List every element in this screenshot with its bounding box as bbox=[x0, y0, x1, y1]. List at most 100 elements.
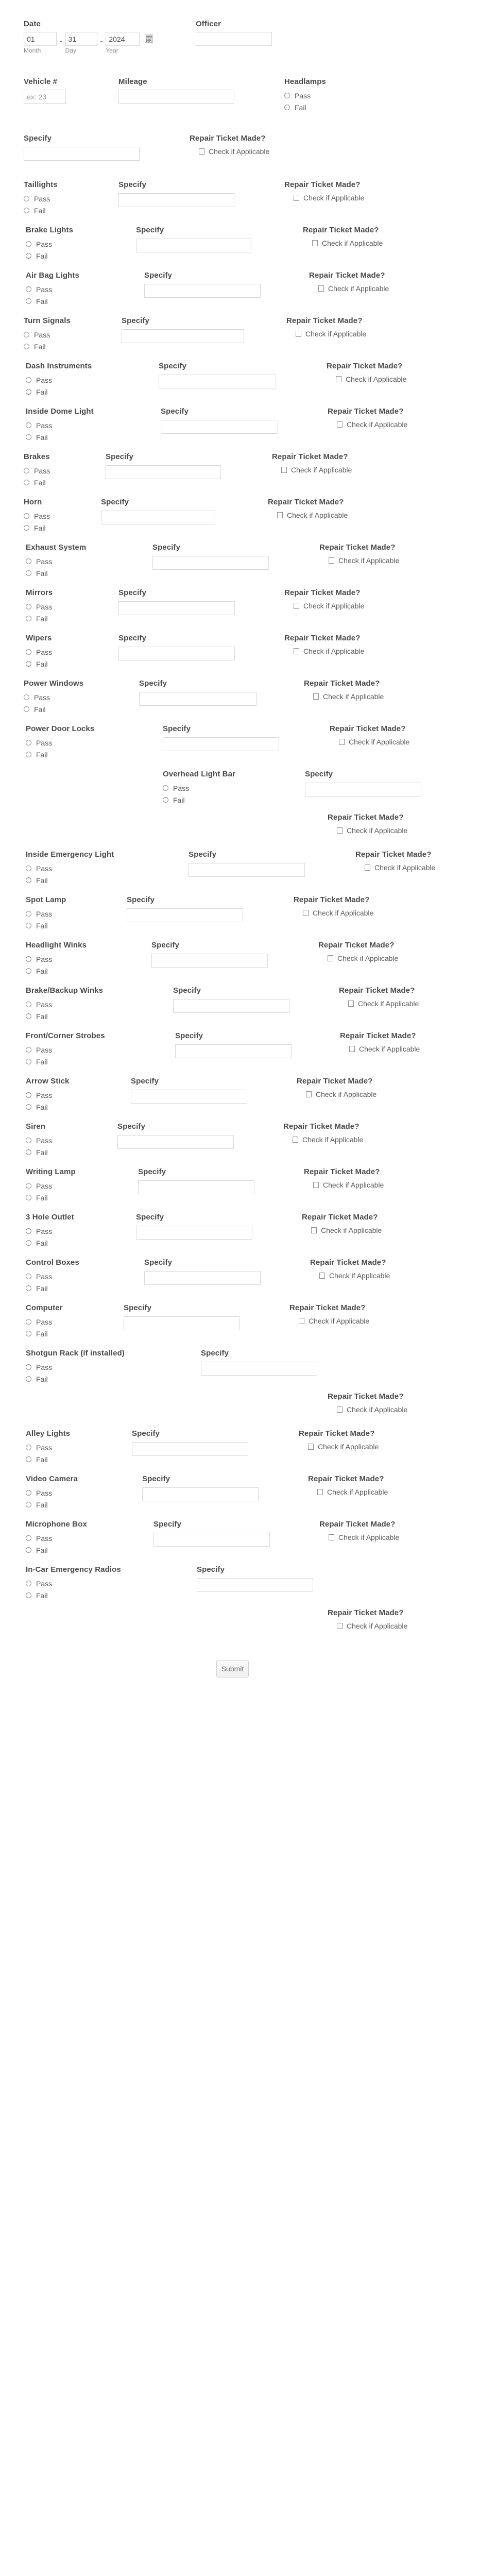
shotgun-rack-if-installed-specify-input[interactable] bbox=[201, 1362, 317, 1376]
control-boxes-radio-pass[interactable]: Pass bbox=[26, 1271, 79, 1282]
mileage-input[interactable] bbox=[118, 90, 234, 104]
dash-instruments-specify-input[interactable] bbox=[159, 375, 276, 388]
officer-input[interactable] bbox=[196, 32, 272, 46]
front-corner-strobes-radio-pass[interactable]: Pass bbox=[26, 1044, 105, 1055]
horn-repair-checkbox[interactable]: Check if Applicable bbox=[277, 511, 348, 519]
power-door-locks-specify-input[interactable] bbox=[163, 737, 279, 751]
control-boxes-radio-fail[interactable]: Fail bbox=[26, 1283, 79, 1294]
front-corner-strobes-repair-checkbox[interactable]: Check if Applicable bbox=[349, 1045, 420, 1053]
brake-backup-winks-radio-pass[interactable]: Pass bbox=[26, 999, 103, 1010]
arrow-stick-repair-checkbox[interactable]: Check if Applicable bbox=[306, 1090, 377, 1098]
video-camera-specify-input[interactable] bbox=[142, 1487, 259, 1501]
alley-lights-radio-fail[interactable]: Fail bbox=[26, 1454, 70, 1465]
mirrors-radio-fail[interactable]: Fail bbox=[26, 613, 53, 624]
3-hole-outlet-repair-checkbox[interactable]: Check if Applicable bbox=[311, 1226, 382, 1234]
microphone-box-repair-checkbox[interactable]: Check if Applicable bbox=[329, 1533, 399, 1541]
turn-signals-radio-fail[interactable]: Fail bbox=[24, 341, 71, 352]
power-windows-repair-checkbox[interactable]: Check if Applicable bbox=[313, 692, 384, 701]
control-boxes-specify-input[interactable] bbox=[144, 1271, 261, 1285]
wipers-specify-input[interactable] bbox=[118, 647, 235, 660]
inside-emergency-light-repair-checkbox[interactable]: Check if Applicable bbox=[365, 863, 435, 872]
brake-backup-winks-radio-fail[interactable]: Fail bbox=[26, 1011, 103, 1022]
headlight-winks-radio-pass[interactable]: Pass bbox=[26, 954, 87, 964]
taillights-radio-pass[interactable]: Pass bbox=[24, 193, 58, 204]
brakes-repair-checkbox[interactable]: Check if Applicable bbox=[281, 466, 352, 474]
microphone-box-specify-input[interactable] bbox=[153, 1533, 270, 1547]
brakes-radio-pass[interactable]: Pass bbox=[24, 465, 50, 476]
power-windows-radio-pass[interactable]: Pass bbox=[24, 692, 83, 703]
mirrors-radio-pass[interactable]: Pass bbox=[26, 601, 53, 612]
turn-signals-radio-pass[interactable]: Pass bbox=[24, 329, 71, 340]
arrow-stick-radio-fail[interactable]: Fail bbox=[26, 1101, 69, 1112]
mirrors-repair-checkbox[interactable]: Check if Applicable bbox=[294, 602, 364, 610]
brakes-radio-fail[interactable]: Fail bbox=[24, 477, 50, 488]
power-door-locks-radio-pass[interactable]: Pass bbox=[26, 737, 94, 748]
control-boxes-repair-checkbox[interactable]: Check if Applicable bbox=[319, 1272, 390, 1280]
video-camera-repair-checkbox[interactable]: Check if Applicable bbox=[317, 1488, 388, 1496]
brake-lights-radio-fail[interactable]: Fail bbox=[26, 250, 73, 261]
computer-radio-pass[interactable]: Pass bbox=[26, 1316, 63, 1327]
headlight-winks-repair-checkbox[interactable]: Check if Applicable bbox=[328, 954, 398, 962]
wipers-repair-checkbox[interactable]: Check if Applicable bbox=[294, 647, 364, 655]
spot-lamp-radio-fail[interactable]: Fail bbox=[26, 920, 66, 931]
arrow-stick-radio-pass[interactable]: Pass bbox=[26, 1090, 69, 1100]
in-car-emergency-radios-radio-fail[interactable]: Fail bbox=[26, 1590, 121, 1601]
inside-emergency-light-radio-fail[interactable]: Fail bbox=[26, 875, 114, 886]
exhaust-system-radio-pass[interactable]: Pass bbox=[26, 556, 86, 567]
inside-dome-light-repair-checkbox[interactable]: Check if Applicable bbox=[337, 420, 407, 429]
power-door-locks-radio-fail[interactable]: Fail bbox=[26, 749, 94, 760]
alley-lights-repair-checkbox[interactable]: Check if Applicable bbox=[308, 1443, 379, 1451]
turn-signals-repair-checkbox[interactable]: Check if Applicable bbox=[296, 330, 366, 338]
exhaust-system-radio-fail[interactable]: Fail bbox=[26, 568, 86, 579]
dash-instruments-radio-fail[interactable]: Fail bbox=[26, 386, 92, 397]
air-bag-lights-radio-pass[interactable]: Pass bbox=[26, 284, 79, 295]
date-day-input[interactable] bbox=[65, 32, 97, 46]
inside-dome-light-specify-input[interactable] bbox=[161, 420, 278, 434]
air-bag-lights-specify-input[interactable] bbox=[144, 284, 261, 298]
siren-radio-fail[interactable]: Fail bbox=[26, 1147, 52, 1158]
wipers-radio-pass[interactable]: Pass bbox=[26, 647, 52, 657]
headlamps-radio-fail[interactable]: Fail bbox=[284, 102, 326, 113]
headlamps-radio-pass[interactable]: Pass bbox=[284, 90, 326, 101]
dash-instruments-repair-checkbox[interactable]: Check if Applicable bbox=[336, 375, 406, 383]
exhaust-system-specify-input[interactable] bbox=[152, 556, 269, 570]
alley-lights-specify-input[interactable] bbox=[132, 1442, 248, 1456]
spot-lamp-radio-pass[interactable]: Pass bbox=[26, 908, 66, 919]
inside-dome-light-radio-fail[interactable]: Fail bbox=[26, 432, 94, 443]
computer-specify-input[interactable] bbox=[124, 1316, 240, 1330]
brakes-specify-input[interactable] bbox=[106, 465, 221, 479]
3-hole-outlet-radio-fail[interactable]: Fail bbox=[26, 1238, 74, 1248]
taillights-specify-input[interactable] bbox=[118, 193, 234, 207]
video-camera-radio-pass[interactable]: Pass bbox=[26, 1487, 78, 1498]
vehicle-number-input[interactable] bbox=[24, 90, 66, 104]
writing-lamp-repair-checkbox[interactable]: Check if Applicable bbox=[313, 1181, 384, 1189]
brake-backup-winks-specify-input[interactable] bbox=[173, 999, 289, 1013]
exhaust-system-repair-checkbox[interactable]: Check if Applicable bbox=[329, 556, 399, 565]
inside-emergency-light-radio-pass[interactable]: Pass bbox=[26, 863, 114, 874]
alley-lights-radio-pass[interactable]: Pass bbox=[26, 1442, 70, 1453]
headlight-winks-specify-input[interactable] bbox=[151, 954, 268, 968]
headlight-winks-radio-fail[interactable]: Fail bbox=[26, 965, 87, 976]
dash-instruments-radio-pass[interactable]: Pass bbox=[26, 375, 92, 385]
writing-lamp-radio-fail[interactable]: Fail bbox=[26, 1192, 76, 1203]
arrow-stick-specify-input[interactable] bbox=[131, 1090, 247, 1104]
brake-lights-repair-checkbox[interactable]: Check if Applicable bbox=[312, 239, 383, 247]
power-windows-radio-fail[interactable]: Fail bbox=[24, 704, 83, 715]
overhead-light-bar-radio-fail[interactable]: Fail bbox=[163, 794, 235, 805]
computer-radio-fail[interactable]: Fail bbox=[26, 1328, 63, 1339]
horn-specify-input[interactable] bbox=[101, 511, 215, 524]
headlamps-specify-input[interactable] bbox=[24, 147, 140, 161]
taillights-radio-fail[interactable]: Fail bbox=[24, 205, 58, 216]
siren-specify-input[interactable] bbox=[117, 1135, 234, 1149]
calendar-icon[interactable] bbox=[145, 35, 153, 43]
date-year-input[interactable] bbox=[106, 32, 140, 46]
computer-repair-checkbox[interactable]: Check if Applicable bbox=[299, 1317, 369, 1325]
siren-radio-pass[interactable]: Pass bbox=[26, 1135, 52, 1146]
brake-lights-specify-input[interactable] bbox=[136, 239, 251, 252]
3-hole-outlet-specify-input[interactable] bbox=[136, 1226, 252, 1240]
overhead-light-bar-repair-checkbox[interactable]: Check if Applicable bbox=[337, 826, 407, 835]
front-corner-strobes-radio-fail[interactable]: Fail bbox=[26, 1056, 105, 1067]
date-month-input[interactable] bbox=[24, 32, 57, 46]
horn-radio-fail[interactable]: Fail bbox=[24, 522, 50, 533]
inside-dome-light-radio-pass[interactable]: Pass bbox=[26, 420, 94, 431]
